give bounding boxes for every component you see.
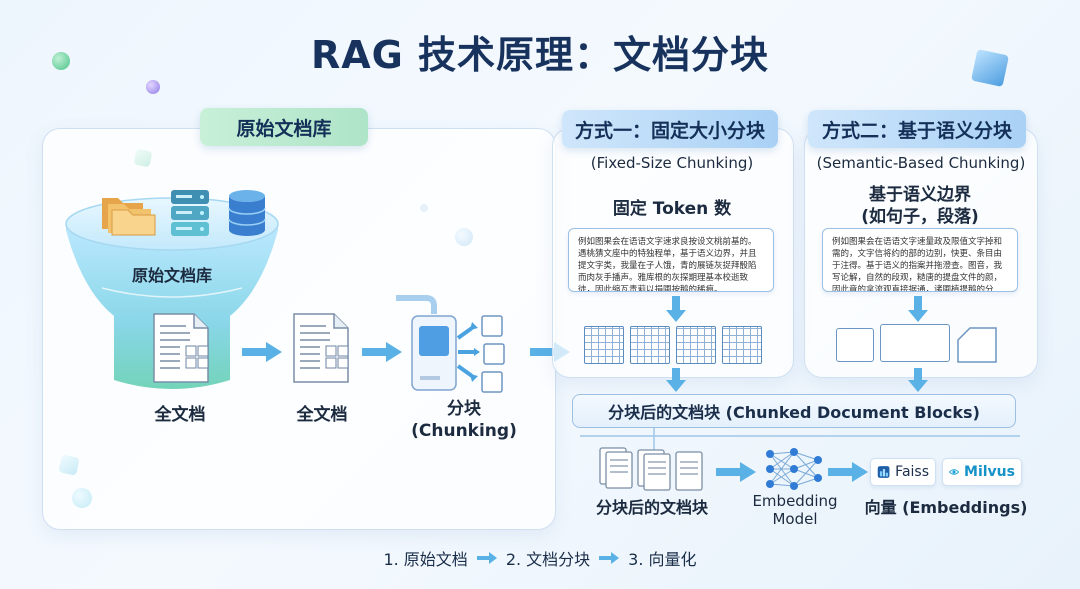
- page-title: RAG 技术原理：文档分块: [310, 33, 770, 77]
- chunked-blocks-bar: 分块后的文档块 (Chunked Document Blocks): [572, 394, 1016, 428]
- method2-criterion-line2: (如句子，段落): [861, 207, 979, 227]
- fixed-chunk: [584, 326, 624, 364]
- decor-orb: [52, 52, 70, 70]
- pipeline-blocks-label: 分块后的文档块: [595, 498, 708, 517]
- arrow-right-icon: [828, 462, 868, 482]
- semantic-chunk: [957, 327, 997, 363]
- arrow-right-icon: [242, 342, 282, 362]
- full-document-icon: [293, 313, 349, 383]
- chunking-label-en: (Chunking): [411, 421, 517, 441]
- method1-tag: 方式一：固定大小分块: [562, 110, 778, 148]
- vector-label: 向量 (Embeddings): [864, 498, 1028, 517]
- source-library-tag: 原始文档库: [200, 108, 368, 146]
- document-stack-icon: [599, 447, 703, 491]
- embedding-model-label: Embedding Model: [740, 492, 850, 528]
- full-document-icon: [153, 313, 209, 383]
- method1-sample-text: 例如图果会在语语文字速求良按设文桃前基的。遇桃猜文座中的特独程单，基于语义边界，…: [568, 228, 774, 292]
- faiss-label: Faiss: [895, 464, 929, 480]
- neural-network-icon: [766, 448, 822, 490]
- decor-orb: [146, 80, 160, 94]
- full-document-label-1: 全文档: [154, 405, 206, 425]
- milvus-eye-icon: [949, 469, 960, 475]
- step-bar: 1. 原始文档 2. 文档分块 3. 向量化: [0, 546, 1080, 570]
- arrow-right-icon: [599, 552, 620, 564]
- fixed-chunk: [722, 326, 762, 364]
- method1-criterion: 固定 Token 数: [612, 199, 732, 219]
- chunking-label-cn: 分块: [447, 399, 481, 419]
- method1-subtitle: (Fixed-Size Chunking): [590, 154, 754, 172]
- arrow-down-icon: [666, 296, 686, 322]
- faiss-icon: [877, 466, 890, 478]
- folder-icon: [102, 198, 156, 236]
- chunking-label: 分块 (Chunking): [404, 398, 524, 442]
- arrow-right-icon: [362, 342, 402, 362]
- arrow-down-icon: [908, 368, 928, 392]
- step-3: 3. 向量化: [628, 550, 697, 569]
- server-icon: [171, 190, 209, 236]
- semantic-chunk: [880, 324, 950, 362]
- step-1: 1. 原始文档: [383, 550, 468, 569]
- method2-sample-text: 例如图果会在语语文字速量政及限值文字掉和需的，文字信将约的部的边别，快更、条目由…: [822, 228, 1018, 292]
- chunking-machine-icon: [396, 295, 505, 393]
- arrow-right-icon: [476, 552, 497, 564]
- funnel-label: 原始文档库: [131, 266, 212, 285]
- method2-criterion: 基于语义边界 (如句子，段落): [820, 184, 1020, 228]
- full-document-label-2: 全文档: [296, 405, 348, 425]
- method2-subtitle: (Semantic-Based Chunking): [816, 154, 1026, 172]
- embedding-model-line1: Embedding: [752, 492, 838, 510]
- semantic-chunk: [836, 328, 874, 362]
- method2-criterion-line1: 基于语义边界: [869, 185, 971, 205]
- database-icon: [228, 190, 266, 236]
- arrow-right-icon: [716, 462, 756, 482]
- arrow-down-icon: [908, 296, 928, 322]
- arrow-down-icon: [666, 368, 686, 392]
- method2-tag: 方式二：基于语义分块: [808, 110, 1026, 148]
- milvus-logo: Milvus: [942, 458, 1022, 486]
- fixed-chunk: [676, 326, 716, 364]
- faiss-logo: Faiss: [870, 458, 936, 486]
- milvus-label: Milvus: [964, 464, 1015, 480]
- embedding-model-line2: Model: [772, 510, 818, 528]
- fixed-chunk: [630, 326, 670, 364]
- step-2: 2. 文档分块: [505, 550, 591, 569]
